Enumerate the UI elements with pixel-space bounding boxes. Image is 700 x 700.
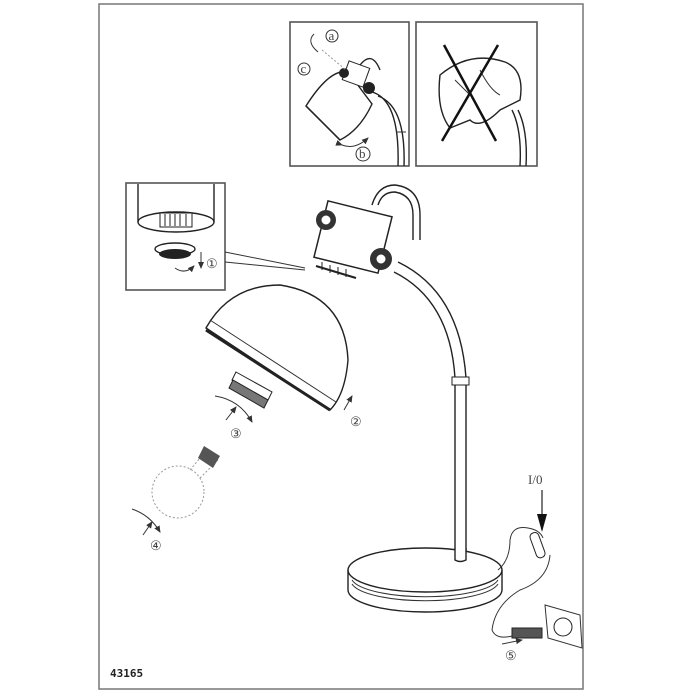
knob-icon: [363, 82, 375, 94]
socket-ring: [228, 371, 273, 409]
light-bulb: [151, 446, 220, 519]
page-frame: [98, 3, 584, 690]
switch-label: I/0: [528, 472, 542, 487]
model-number: 43165: [110, 667, 143, 680]
plug: [511, 627, 543, 639]
lamp-arm: [393, 261, 470, 555]
step-5-label: ⑤: [505, 648, 517, 663]
step-3-label: ③: [230, 426, 242, 441]
lamp-shade: [205, 284, 349, 412]
step-4-label: ④: [150, 538, 162, 553]
step-2-label: ②: [350, 414, 362, 429]
lamp-base: [347, 547, 503, 613]
step-1-label: ①: [206, 256, 218, 271]
label-b: b: [359, 146, 366, 161]
power-cord: [491, 527, 551, 639]
inset-socket-ring: [125, 182, 306, 291]
inset-adjust-head: a c b: [289, 21, 410, 167]
lamp-head-housing: [313, 184, 421, 279]
inset-do-not-cover-warning: [415, 21, 538, 167]
arrow-down-icon: [537, 514, 547, 532]
label-a: a: [329, 28, 335, 43]
inline-switch[interactable]: [529, 531, 546, 559]
label-c: c: [301, 61, 307, 76]
knob-icon: [339, 68, 349, 78]
wall-outlet: [544, 604, 583, 649]
